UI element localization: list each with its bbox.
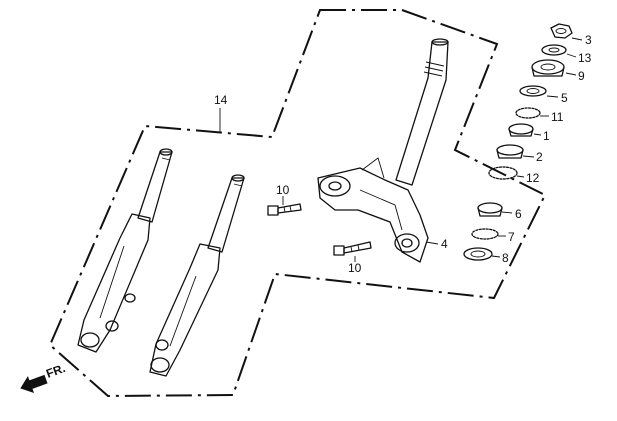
lock-nut-3 [550,23,573,39]
race-2 [496,144,524,159]
callout-11: 11 [551,110,564,124]
race-1 [508,123,534,137]
front-direction-arrow-icon [20,374,48,394]
adjust-nut-9 [531,59,565,77]
front-direction-label: FR. [44,361,67,381]
group-number-label: 14 [214,93,228,107]
bolt-upper [267,203,302,216]
leader-13 [566,53,577,58]
callout-10-lower: 10 [348,261,362,275]
callout-13: 13 [578,51,592,65]
callout-12: 12 [526,171,540,185]
leader-6 [501,211,513,214]
callout-6: 6 [515,207,522,221]
callout-7: 7 [508,230,515,244]
callout-3: 3 [585,33,592,47]
leader-2 [522,155,535,158]
callout-4: 4 [441,237,448,251]
callout-10-upper: 10 [276,183,290,197]
steering-stem [317,38,449,263]
group-boundary [48,9,547,398]
bolt-lower [333,241,372,256]
callout-8: 8 [502,251,509,265]
leader-5 [546,95,559,98]
ball-ring-11 [515,107,541,119]
fork-leg-left [77,148,173,353]
callout-5: 5 [561,91,568,105]
fork-leg-right [149,174,245,377]
leader-3 [571,37,583,41]
callout-9: 9 [578,69,585,83]
leader-4 [425,241,439,245]
leader-1 [533,133,542,136]
callout-2: 2 [536,150,543,164]
race-8 [463,247,493,261]
race-5 [519,85,547,97]
ball-ring-7 [471,228,499,240]
washer-13 [541,44,567,56]
leader-8 [491,255,501,258]
leader-12 [516,175,525,178]
ball-ring-12 [488,166,518,180]
callout-1: 1 [543,129,550,143]
race-6 [477,202,503,217]
leader-9 [565,72,577,76]
